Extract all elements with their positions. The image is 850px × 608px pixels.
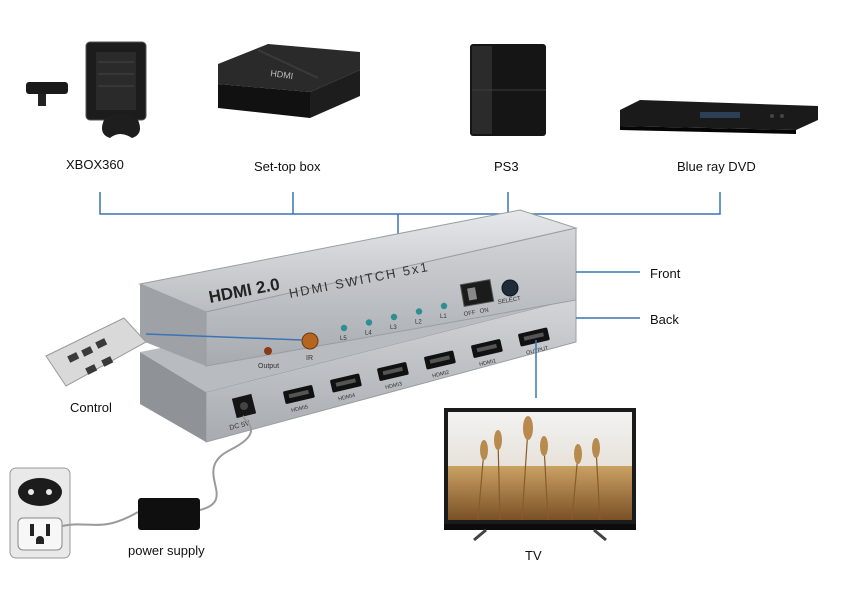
power-supply-label: power supply xyxy=(128,543,205,558)
dc-label: DC 5V xyxy=(229,420,251,432)
channel-led-l5 xyxy=(340,324,348,332)
channel-led-l2 xyxy=(415,308,423,315)
hdmi-port-output[interactable]: OUTPUT xyxy=(518,327,553,357)
channel-led-label: L4 xyxy=(365,331,372,337)
hdmi-port-label: HDMI1 xyxy=(479,358,497,368)
output-led xyxy=(264,347,272,355)
hdmi-port-hdmi5[interactable]: HDMI5 xyxy=(283,385,318,415)
remote-control-device xyxy=(45,317,147,387)
hdmi-ports: HDMI5 HDMI4 HDMI3 HDMI2 HDMI1 OUTPUT xyxy=(283,327,553,415)
xbox360-label: XBOX360 xyxy=(66,157,124,172)
blu-ray-dvd-label: Blue ray DVD xyxy=(677,159,756,174)
channel-led-label: L1 xyxy=(440,314,447,320)
power-cable-wall xyxy=(61,511,139,527)
ps3-device xyxy=(470,44,546,136)
tv-device xyxy=(444,408,636,542)
power-switch[interactable] xyxy=(459,278,495,308)
hdmi-port-hdmi4[interactable]: HDMI4 xyxy=(330,373,365,403)
set-top-box-brand: HDMI xyxy=(270,68,294,81)
hdmi-port-label: HDMI3 xyxy=(385,381,403,391)
power-off-label: OFF xyxy=(463,310,476,318)
select-label: SELECT xyxy=(497,296,521,306)
hdmi-port-hdmi1[interactable]: HDMI1 xyxy=(471,339,506,369)
power-adapter xyxy=(138,498,200,530)
hdmi-port-label: HDMI5 xyxy=(291,404,309,414)
hdmi-port-label: HDMI2 xyxy=(432,370,450,380)
ps3-label: PS3 xyxy=(494,159,519,174)
tv-label: TV xyxy=(525,548,542,563)
set-top-box-label: Set-top box xyxy=(254,159,321,174)
channel-led-l3 xyxy=(390,313,398,321)
dc-jack-pin xyxy=(240,402,248,410)
blu-ray-dvd-device xyxy=(620,100,818,134)
channel-led-label: L5 xyxy=(340,336,347,342)
switch-front-unit xyxy=(138,209,578,367)
control-label: Control xyxy=(70,400,112,415)
xbox360-device xyxy=(26,41,147,138)
ir-signal-line xyxy=(145,333,303,341)
ir-label: IR xyxy=(306,355,313,362)
channel-led-label: L2 xyxy=(415,320,422,326)
channel-led-l4 xyxy=(365,319,373,326)
front-label: Front xyxy=(650,266,681,281)
hdmi-port-label: OUTPUT xyxy=(526,345,550,356)
hdmi-port-hdmi3[interactable]: HDMI3 xyxy=(377,362,412,392)
channel-led-l1 xyxy=(440,302,448,310)
power-cable-dc xyxy=(199,415,253,511)
select-button[interactable] xyxy=(501,279,519,297)
back-label: Back xyxy=(650,312,679,327)
hdmi-port-label: HDMI4 xyxy=(338,393,356,403)
ir-receiver xyxy=(301,332,319,350)
channel-led-label: L3 xyxy=(390,325,397,331)
set-top-box-device: HDMI xyxy=(218,44,360,118)
wall-outlet xyxy=(9,467,71,559)
power-switch-lever xyxy=(467,287,478,301)
output-led-label: Output xyxy=(258,363,279,370)
power-on-label: ON xyxy=(479,307,489,314)
hdmi-port-hdmi2[interactable]: HDMI2 xyxy=(424,350,459,380)
channel-leds: L5 L4 L3 L2 L1 xyxy=(340,302,448,342)
